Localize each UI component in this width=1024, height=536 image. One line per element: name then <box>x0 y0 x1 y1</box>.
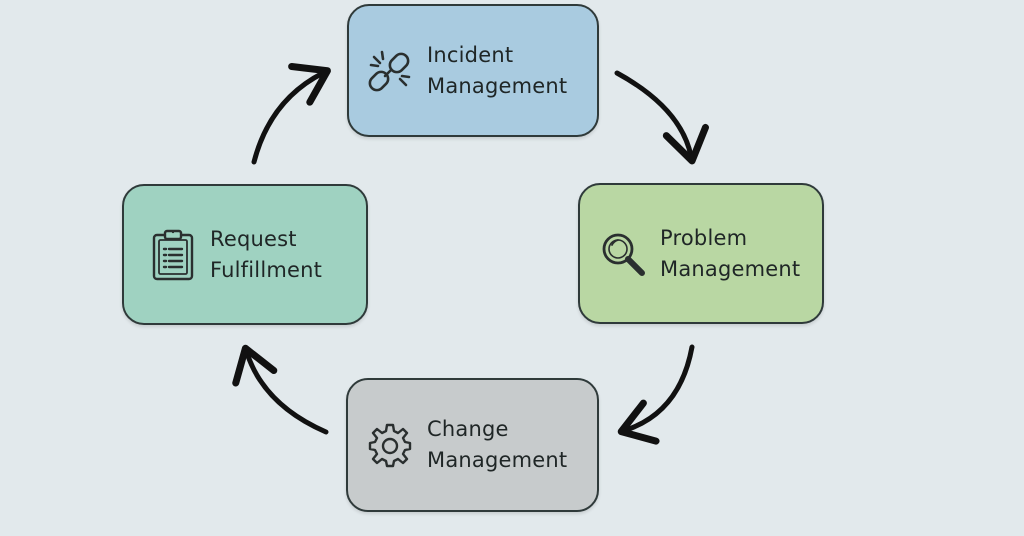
request-fulfillment-node: Request Fulfillment <box>122 184 368 325</box>
node-label: Incident Management <box>427 42 568 98</box>
arrow-problem-to-change <box>617 344 695 445</box>
arrow-request-to-incident <box>251 63 331 165</box>
gear-icon <box>365 420 415 470</box>
node-label: Request Fulfillment <box>210 226 323 282</box>
problem-management-node: Problem Management <box>578 183 824 324</box>
arrow-incident-to-problem <box>614 70 709 165</box>
incident-management-node: Incident Management <box>347 4 599 137</box>
magnifier-icon <box>598 229 648 279</box>
clipboard-icon <box>148 229 198 280</box>
node-label: Problem Management <box>660 225 801 281</box>
node-label: Change Management <box>427 417 568 472</box>
arrow-change-to-request <box>232 344 329 435</box>
broken-chain-icon <box>365 46 415 96</box>
change-management-node: Change Management <box>346 378 599 512</box>
